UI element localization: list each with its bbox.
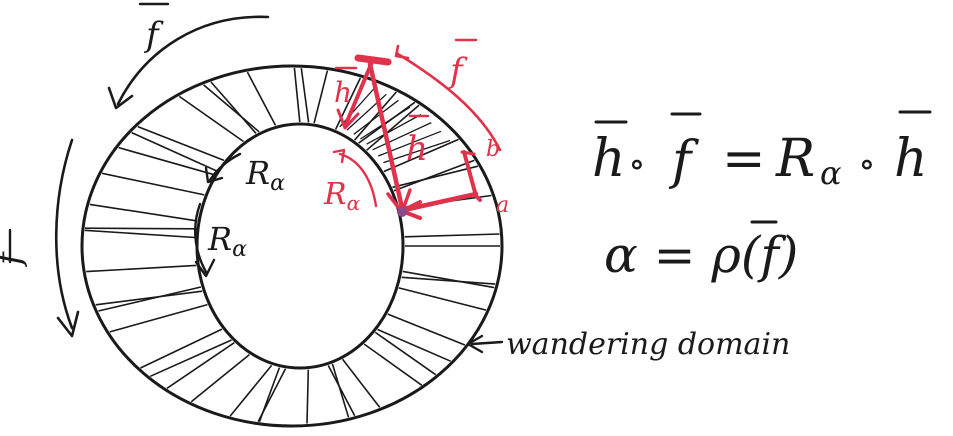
f-label-top: f bbox=[143, 15, 164, 55]
hatch-line bbox=[331, 363, 350, 418]
hatch-line bbox=[258, 367, 281, 423]
eq1-h2: h bbox=[894, 129, 928, 189]
hatch-line bbox=[334, 77, 362, 130]
r-alpha-label-left: Rα bbox=[207, 220, 247, 262]
hatch-line bbox=[392, 165, 479, 189]
hatch-line bbox=[372, 122, 432, 151]
hatch-line bbox=[401, 276, 496, 285]
h-bar-label-mid: h bbox=[406, 129, 428, 169]
r-alpha-label-red: Rα bbox=[323, 177, 361, 215]
radial-hatching bbox=[84, 67, 500, 424]
hatch-line bbox=[178, 95, 244, 143]
equation-1: h ∘ f = R α ∘ h bbox=[592, 110, 932, 192]
point-a-label: a bbox=[496, 193, 509, 218]
hatch-line bbox=[149, 339, 232, 378]
hatch-line bbox=[313, 70, 329, 124]
eq1-f: f bbox=[668, 131, 699, 191]
hatch-line bbox=[229, 364, 273, 417]
hatch-line bbox=[393, 159, 475, 192]
wandering-domain-label: wandering domain bbox=[506, 327, 790, 362]
hatch-line bbox=[383, 138, 459, 173]
point-b-label: b bbox=[486, 137, 500, 162]
eq1-h: h bbox=[592, 129, 626, 189]
h-bar-label-top: h bbox=[334, 76, 352, 109]
hatch-line bbox=[101, 172, 205, 196]
f-label-left: f bbox=[0, 247, 29, 268]
hatch-line bbox=[293, 67, 301, 123]
hatch-line bbox=[118, 146, 215, 176]
eq1-compose-2: ∘ bbox=[858, 144, 876, 185]
hatch-line bbox=[95, 290, 203, 306]
hatch-line bbox=[374, 331, 437, 376]
inner-rotation-labels: Rα Rα bbox=[194, 152, 285, 278]
hatch-line bbox=[363, 343, 423, 386]
outer-boundary bbox=[80, 64, 504, 428]
red-annotations: h h f Rα b a bbox=[323, 38, 509, 220]
annulus bbox=[80, 64, 504, 428]
hatch-line bbox=[306, 369, 310, 424]
outer-arrow-left: f bbox=[0, 138, 80, 338]
hatch-line bbox=[84, 229, 196, 239]
hatch-line bbox=[84, 227, 197, 230]
f-bar-label-red: f bbox=[447, 51, 468, 91]
hatch-line bbox=[387, 313, 466, 346]
hatch-line bbox=[98, 286, 202, 312]
hatch-line bbox=[109, 303, 208, 333]
hatch-line bbox=[203, 84, 260, 133]
hatch-line bbox=[210, 81, 257, 134]
eq1-R: R bbox=[775, 129, 815, 189]
hatch-line bbox=[366, 113, 422, 145]
hatch-line bbox=[353, 91, 397, 141]
hatch-line bbox=[402, 270, 495, 289]
hatch-line bbox=[137, 125, 225, 162]
hatch-line bbox=[327, 365, 356, 417]
hatch-line bbox=[89, 203, 198, 222]
hatch-line bbox=[383, 139, 451, 164]
eq2-text: α = ρ(f) bbox=[604, 226, 798, 284]
hatch-line bbox=[341, 358, 381, 408]
wandering-domain-annotation: wandering domain bbox=[466, 327, 790, 362]
eq1-equals: = bbox=[722, 129, 766, 189]
hatch-line bbox=[190, 353, 250, 403]
hatch-line bbox=[246, 71, 277, 126]
hatch-line bbox=[353, 99, 399, 135]
hatch-line bbox=[86, 264, 197, 273]
equation-2: α = ρ(f) bbox=[604, 220, 798, 284]
hatch-line bbox=[300, 68, 310, 123]
eq1-compose-1: ∘ bbox=[628, 144, 646, 185]
hatch-line bbox=[377, 328, 451, 362]
eq1-alpha: α bbox=[820, 154, 842, 192]
hatch-line bbox=[140, 328, 223, 369]
hatch-line bbox=[131, 131, 217, 172]
outer-arrow-top: f bbox=[107, 2, 270, 110]
hatch-line bbox=[398, 287, 487, 311]
hatch-line bbox=[166, 342, 235, 389]
hatch-line bbox=[366, 104, 420, 151]
hatch-line bbox=[404, 233, 500, 238]
r-alpha-label-top: Rα bbox=[245, 154, 285, 196]
point-marker bbox=[397, 207, 407, 217]
